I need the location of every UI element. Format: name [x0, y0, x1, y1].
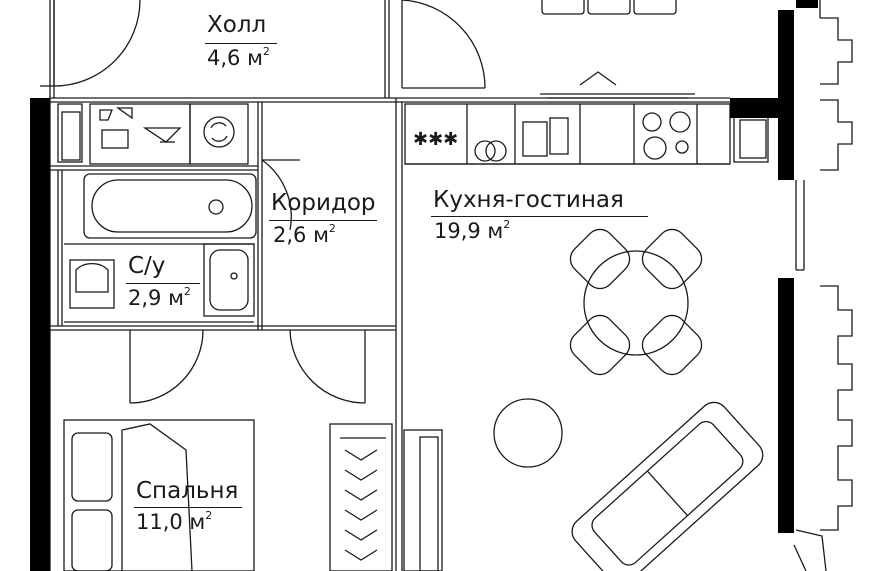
bathroom-door — [261, 159, 300, 231]
sofa — [571, 401, 764, 571]
hall-divider — [205, 43, 277, 44]
tv-console — [403, 429, 443, 571]
load-bearing-walls — [30, 0, 818, 571]
facade-projections — [793, 0, 853, 571]
dining-set — [569, 228, 703, 376]
bathroom-area: 2,9 м2 — [128, 285, 191, 310]
interior-walls — [49, 0, 730, 571]
window-pane — [795, 180, 805, 271]
coffee-table — [493, 398, 563, 468]
bedroom-divider — [134, 507, 242, 508]
kitchen-area: 19,9 м2 — [434, 218, 511, 243]
kitchen-door — [401, 0, 486, 89]
toilet — [69, 259, 115, 309]
kitchen-counter — [404, 103, 769, 165]
corridor-door — [289, 329, 366, 404]
hall-name: Холл — [207, 12, 267, 38]
bedroom-name: Спальня — [136, 478, 239, 504]
hall-cabinet — [89, 103, 249, 165]
hall-window-niche — [57, 103, 83, 163]
hall-entrance-door — [40, 0, 141, 87]
corridor-name: Коридор — [271, 190, 376, 216]
hood-marker — [579, 71, 617, 86]
wardrobe — [329, 423, 393, 571]
asterisk-burners-icon: ✱✱✱ — [413, 129, 458, 150]
bathtub — [83, 173, 257, 239]
corridor-divider — [269, 220, 377, 221]
kitchen-divider — [431, 216, 648, 217]
bed — [63, 419, 255, 571]
hall-area: 4,6 м2 — [207, 45, 270, 70]
kitchen-name: Кухня-гостиная — [433, 187, 624, 213]
bedroom-door — [129, 329, 204, 404]
bathroom-divider — [126, 283, 200, 284]
bathroom-name: С/у — [128, 253, 166, 279]
top-seating — [541, 0, 677, 15]
corridor-area: 2,6 м2 — [273, 222, 336, 247]
washbasin — [203, 243, 255, 317]
bedroom-area: 11,0 м2 — [136, 509, 213, 534]
